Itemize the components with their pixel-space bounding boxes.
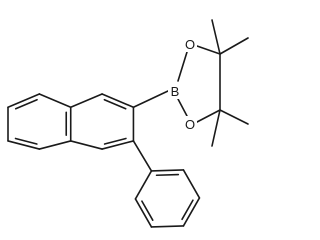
phenyl-bond xyxy=(150,169,185,172)
naphthalene-right-ring-bond xyxy=(101,140,135,150)
methyl-bond xyxy=(219,37,249,55)
naphthalene-double-bond xyxy=(14,137,38,145)
boron-oxygen-bond xyxy=(177,98,188,117)
phenyl-bond xyxy=(134,170,153,200)
structure-canvas: B O O xyxy=(7,19,249,228)
boron-label-bg xyxy=(168,83,182,99)
boron-oxygen-bond xyxy=(177,51,188,82)
methyl-bond xyxy=(211,109,221,147)
phenyl-double-bond xyxy=(141,200,154,221)
naphthalene-left-ring-bond xyxy=(7,140,41,150)
boron-atom-label: B xyxy=(171,84,180,99)
oxygen-bottom-atom-label: O xyxy=(185,117,195,132)
chemical-structure-diagram: B O O xyxy=(7,19,249,228)
naphthalene-right-ring-bond xyxy=(69,93,103,109)
phenyl-bond xyxy=(134,198,153,228)
phenyl-bond xyxy=(182,169,201,199)
phenyl-bond xyxy=(150,225,185,228)
phenyl-double-bond xyxy=(181,199,194,221)
oxygen-carbon-bond xyxy=(196,109,221,123)
naphthalene-right-ring-bond xyxy=(101,93,135,109)
methyl-bond xyxy=(211,19,221,55)
atom-label-layer: B O O xyxy=(168,36,197,132)
phenyl-double-bond xyxy=(155,173,180,177)
naphthalene-left-ring-bond xyxy=(7,93,41,109)
naphthalene-left-ring-bond xyxy=(38,140,72,150)
naphthalene-double-bond xyxy=(14,98,38,110)
oxygen-top-label-bg xyxy=(183,36,197,52)
naphthalene-double-bond xyxy=(103,98,127,110)
naphthalene-left-ring-bond xyxy=(38,93,72,109)
methyl-bond xyxy=(219,109,249,125)
naphthalene-right-ring-bond xyxy=(69,140,103,150)
carbon-boron-bond xyxy=(132,90,169,109)
oxygen-bottom-label-bg xyxy=(183,116,197,132)
oxygen-top-atom-label: O xyxy=(185,37,195,52)
bond-layer xyxy=(7,19,249,228)
naphthalene-double-bond xyxy=(103,137,127,145)
phenyl-bond xyxy=(182,197,201,227)
oxygen-carbon-bond xyxy=(196,45,221,55)
aryl-phenyl-bond xyxy=(132,140,153,172)
